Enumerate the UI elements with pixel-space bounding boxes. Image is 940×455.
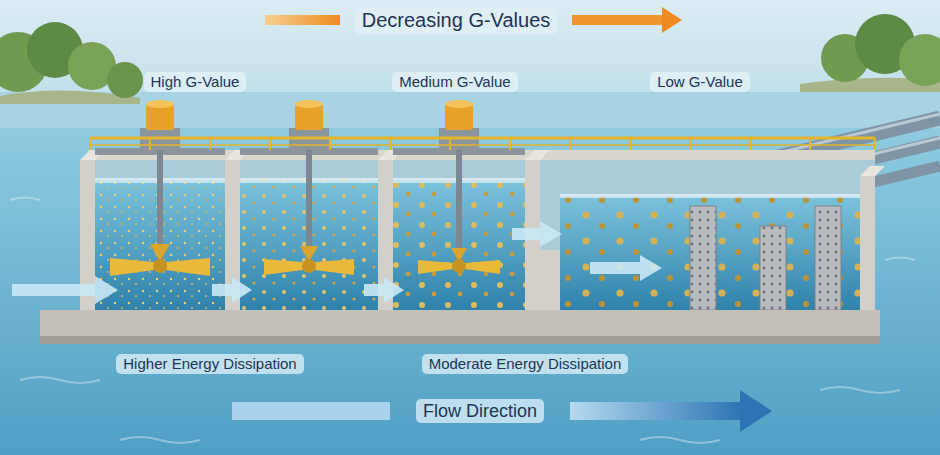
- ripple: [10, 198, 40, 201]
- weir-wall: [540, 250, 560, 320]
- ripple: [885, 258, 915, 261]
- ripple: [820, 387, 900, 393]
- arrow-shaft: [570, 402, 742, 420]
- inflow-arrow: [12, 276, 118, 304]
- rail: [90, 144, 875, 146]
- tree: [899, 34, 940, 86]
- illustration-label: Moderate Energy Dissipation: [422, 354, 629, 375]
- shaft: [456, 150, 462, 262]
- flow-arrows: [12, 221, 662, 304]
- mixer: [95, 100, 225, 276]
- mixers: [95, 100, 525, 276]
- base-slab: [40, 310, 880, 344]
- mixer: [393, 100, 525, 274]
- baffle: [690, 206, 716, 310]
- flocs: [560, 196, 860, 310]
- hub: [153, 259, 167, 273]
- label-anchor: Decreasing G-Values: [355, 7, 558, 34]
- flow-arrow: [590, 255, 662, 281]
- label-anchor: Higher Energy Dissipation: [116, 354, 303, 375]
- flow-arrow: [364, 277, 404, 303]
- impeller-blade: [264, 259, 303, 275]
- wall-top: [525, 150, 550, 160]
- illustration-label: Flow Direction: [416, 399, 544, 424]
- walls: [80, 160, 875, 320]
- hub: [452, 259, 466, 273]
- flow-arrow: [212, 277, 252, 303]
- impeller-blade: [465, 260, 500, 274]
- illustration-label: Decreasing G-Values: [355, 7, 558, 34]
- illustration-label: Low G-Value: [650, 72, 750, 93]
- label-anchor: Moderate Energy Dissipation: [422, 354, 629, 375]
- water-surface: [95, 178, 860, 198]
- illustration-label: Higher Energy Dissipation: [116, 354, 303, 375]
- rail: [90, 137, 875, 140]
- hub: [302, 259, 316, 273]
- wall: [860, 176, 875, 320]
- impeller-blade: [418, 260, 453, 274]
- g-value-arrow: [265, 7, 682, 33]
- motor-cap: [445, 100, 473, 108]
- froth: [560, 194, 860, 198]
- arrow-head: [740, 390, 772, 432]
- arrow-shaft: [232, 402, 390, 420]
- base-shadow: [40, 336, 880, 344]
- illustration-label: High G-Value: [144, 72, 247, 93]
- wall-top: [860, 166, 885, 176]
- posts: [90, 138, 875, 150]
- impeller-blade: [110, 258, 154, 276]
- baffle: [815, 206, 841, 310]
- illustration-label: Medium G-Value: [392, 72, 517, 93]
- label-anchor: Low G-Value: [650, 72, 750, 93]
- baffle: [760, 226, 786, 310]
- arrow-head: [662, 7, 682, 33]
- mixer: [240, 100, 378, 275]
- motor-cap: [146, 100, 174, 108]
- motor-cap: [295, 100, 323, 108]
- impeller-blade: [166, 258, 210, 276]
- arrow-shaft: [572, 15, 664, 25]
- back-wall: [80, 160, 875, 310]
- shaft: [306, 150, 312, 262]
- ripple: [20, 377, 100, 383]
- baffles: [690, 206, 841, 310]
- label-anchor: High G-Value: [144, 72, 247, 93]
- railing: [90, 138, 875, 150]
- label-anchor: Flow Direction: [416, 399, 544, 424]
- arrow-shaft: [265, 15, 340, 25]
- flow-arrow: [512, 221, 562, 247]
- ripple: [120, 437, 200, 443]
- basin: [40, 150, 885, 344]
- chamber-water: [560, 196, 860, 310]
- tree: [107, 62, 143, 98]
- ripple: [640, 437, 720, 443]
- impeller-blade: [315, 259, 354, 275]
- label-anchor: Medium G-Value: [392, 72, 517, 93]
- water: [0, 128, 940, 455]
- flow-direction-arrow: [232, 390, 772, 432]
